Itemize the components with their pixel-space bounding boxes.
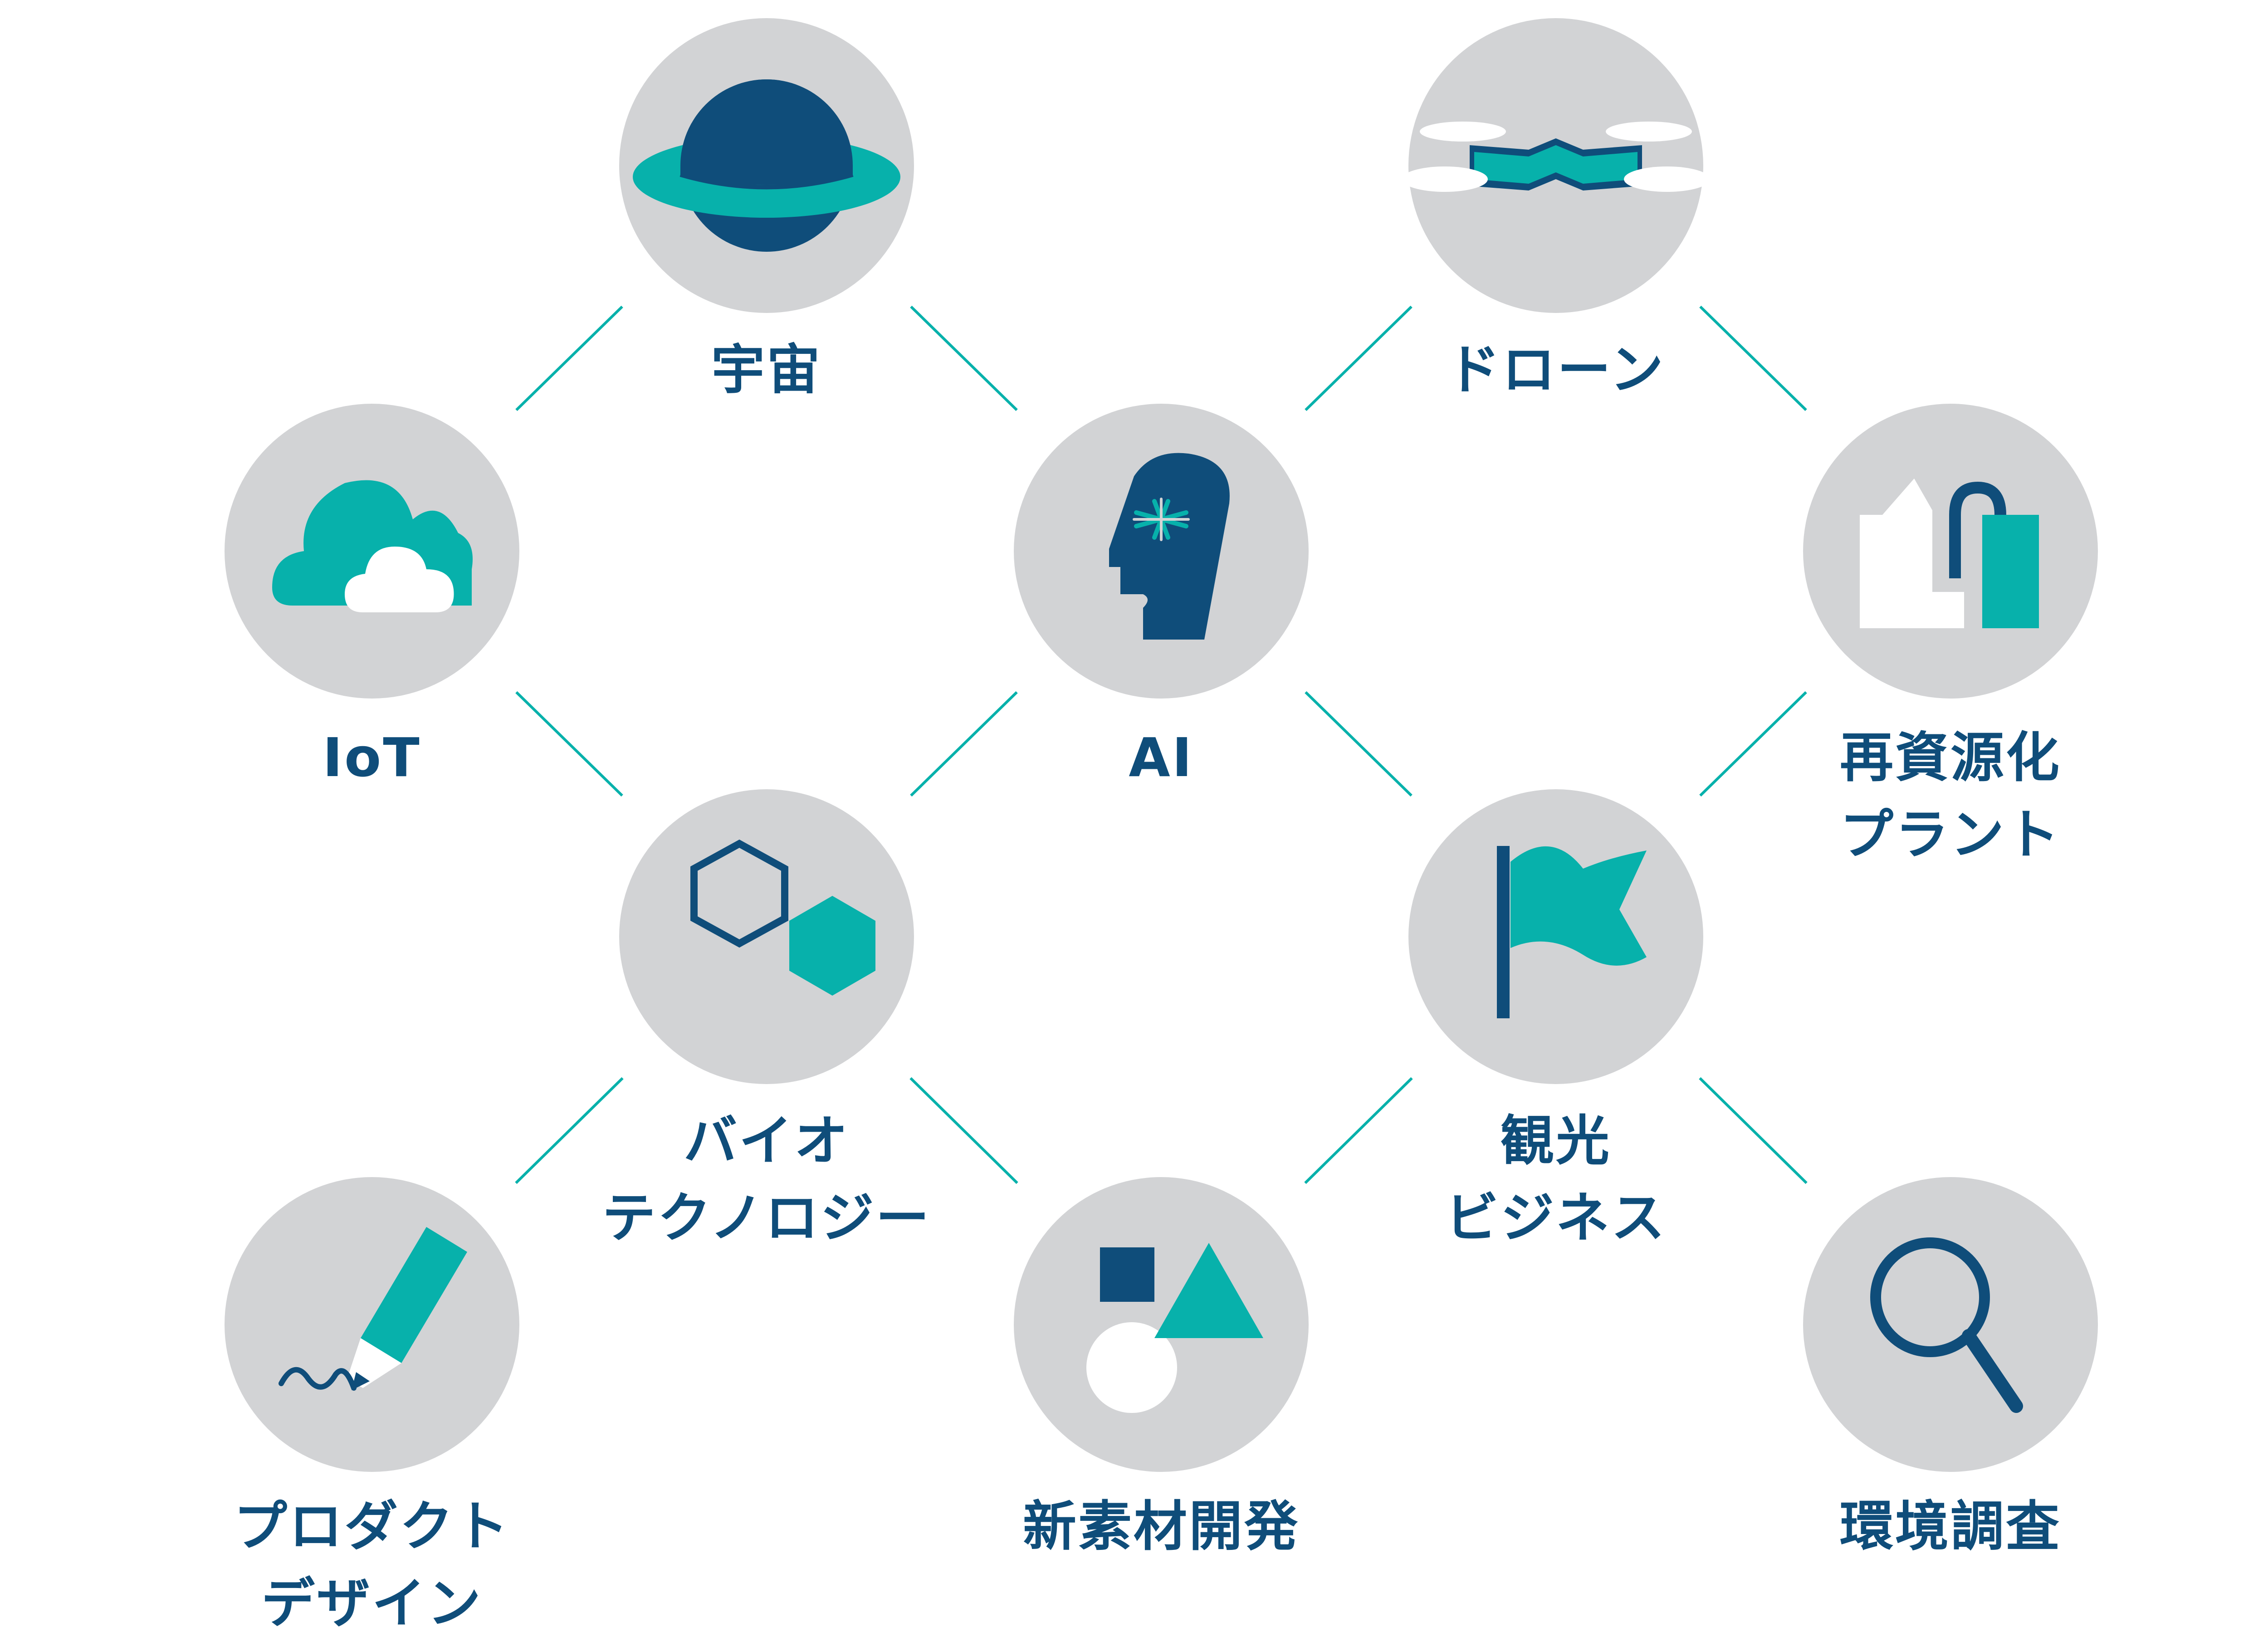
node-icons bbox=[272, 79, 2039, 1413]
label-environment: 環境調査 bbox=[1840, 1488, 2061, 1565]
label-recycle: 再資源化 プラント bbox=[1840, 719, 2061, 873]
hexagon-icon bbox=[690, 839, 875, 996]
label-bio: バイオ テクノロジー bbox=[602, 1102, 931, 1256]
label-ai-line: AI bbox=[1129, 726, 1194, 789]
label-recycle-line-1: 再資源化 bbox=[1839, 726, 2062, 789]
label-material-line: 新素材開発 bbox=[1022, 1495, 1300, 1558]
label-iot-line: IoT bbox=[323, 726, 421, 789]
label-space-line: 宇宙 bbox=[711, 338, 822, 401]
drone-icon bbox=[1402, 122, 1710, 192]
label-drone: ドローン bbox=[1447, 331, 1665, 408]
node-circle-environment bbox=[1803, 1177, 2098, 1472]
connector-iot-space bbox=[515, 305, 623, 411]
connector-iot-bio bbox=[515, 691, 623, 797]
label-tourism: 観光 ビジネス bbox=[1445, 1102, 1667, 1256]
connector-product-bio bbox=[515, 1077, 624, 1184]
connector-tourism-environment bbox=[1699, 1077, 1808, 1184]
shapes-icon bbox=[1086, 1243, 1263, 1413]
label-ai: AI bbox=[1129, 719, 1193, 796]
cloud-icon bbox=[272, 480, 473, 612]
label-bio-line-2: テクノロジー bbox=[602, 1187, 931, 1249]
pen-icon bbox=[279, 1227, 467, 1391]
head-icon bbox=[1109, 453, 1230, 640]
node-circle-bio bbox=[619, 789, 914, 1084]
label-tourism-line-1: 観光 bbox=[1500, 1109, 1612, 1172]
flag-icon bbox=[1497, 846, 1647, 1018]
connector-lines bbox=[515, 305, 1808, 1184]
label-iot: IoT bbox=[323, 719, 421, 796]
connector-material-tourism bbox=[1304, 1077, 1413, 1184]
connector-bio-material bbox=[909, 1077, 1018, 1184]
label-product-line-2: デザイン bbox=[261, 1572, 483, 1635]
connector-ai-drone bbox=[1305, 305, 1413, 411]
label-drone-line: ドローン bbox=[1446, 338, 1666, 401]
factory-icon bbox=[1860, 479, 2039, 628]
label-product: プロダクト デザイン bbox=[234, 1488, 510, 1642]
connector-tourism-recycle bbox=[1699, 691, 1807, 797]
connector-bio-ai bbox=[910, 691, 1018, 797]
label-recycle-line-2: プラント bbox=[1839, 803, 2062, 866]
label-space: 宇宙 bbox=[711, 331, 822, 408]
connector-ai-tourism bbox=[1305, 691, 1413, 797]
connector-drone-recycle bbox=[1699, 305, 1807, 411]
label-product-line-1: プロダクト bbox=[233, 1495, 511, 1558]
planet-icon bbox=[633, 79, 900, 252]
label-tourism-line-2: ビジネス bbox=[1445, 1187, 1667, 1249]
connector-space-ai bbox=[910, 305, 1018, 411]
label-bio-line-1: バイオ bbox=[683, 1109, 850, 1172]
magnifier-icon bbox=[1870, 1237, 2023, 1413]
label-environment-line: 環境調査 bbox=[1839, 1495, 2062, 1558]
node-circle-material bbox=[1014, 1177, 1309, 1472]
label-material: 新素材開発 bbox=[1023, 1488, 1300, 1565]
